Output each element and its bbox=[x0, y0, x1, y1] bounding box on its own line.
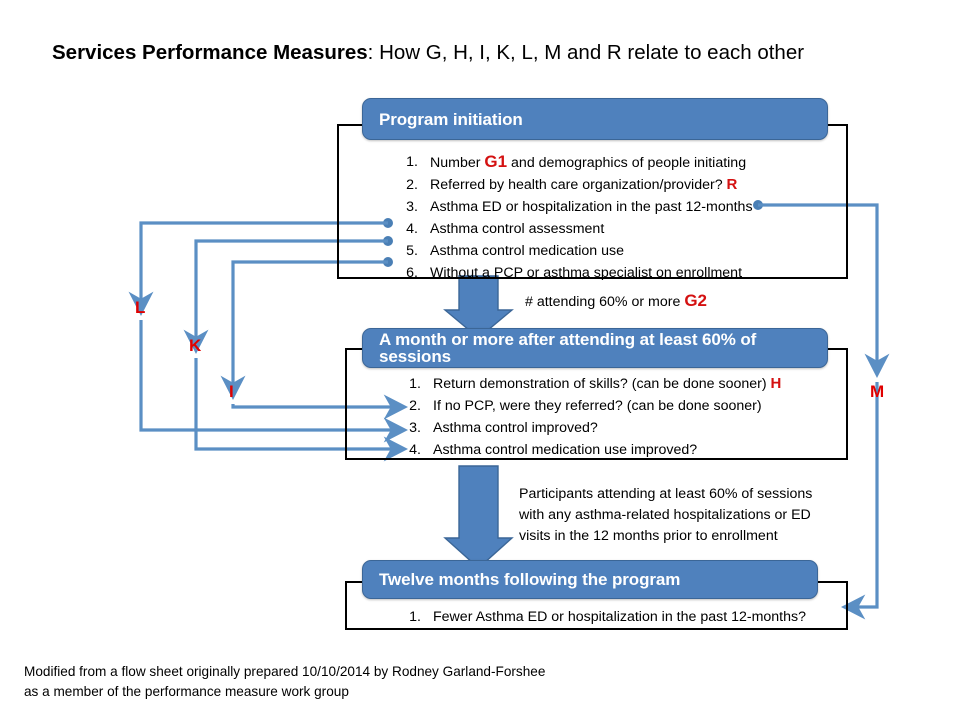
annotation-participants-line1: Participants attending at least 60% of s… bbox=[519, 486, 813, 502]
page-title-rest: : How G, H, I, K, L, M and R relate to e… bbox=[367, 41, 805, 64]
list-item-number: 1. bbox=[409, 609, 421, 625]
stage-body-program-initiation: 1. Number G1 and demographics of people i… bbox=[392, 151, 842, 284]
annotation-participants-line3: visits in the 12 months prior to enrollm… bbox=[519, 528, 778, 544]
list-item: 3. Asthma ED or hospitalization in the pa… bbox=[392, 196, 842, 218]
page-title-strong: Services Performance Measures bbox=[52, 41, 368, 64]
list-item-number: 3. bbox=[406, 199, 418, 215]
list-item: 2. If no PCP, were they referred? (can be… bbox=[395, 395, 845, 417]
list-item-text-after: and demographics of people initiating bbox=[507, 155, 747, 171]
list-item-text: Return demonstration of skills? (can be … bbox=[433, 376, 771, 392]
annotation-participants: Participants attending at least 60% of s… bbox=[519, 484, 812, 547]
stage-banner-program-initiation: Program initiation bbox=[362, 98, 828, 140]
block-arrow-month-to-twelve bbox=[443, 465, 514, 569]
annotation-attending-tag: G2 bbox=[684, 291, 707, 310]
list-item-number: 1. bbox=[406, 154, 418, 170]
list-item-tag: G1 bbox=[484, 152, 508, 171]
list-item-number: 2. bbox=[409, 398, 421, 414]
list-item: 1. Number G1 and demographics of people i… bbox=[392, 151, 842, 174]
footer-credit: Modified from a flow sheet originally pr… bbox=[24, 662, 545, 702]
annotation-attending-text: # attending 60% or more bbox=[525, 294, 685, 310]
item-list-program-initiation: 1. Number G1 and demographics of people i… bbox=[392, 151, 842, 284]
page-title: Services Performance Measures: How G, H,… bbox=[52, 40, 912, 66]
list-item-number: 4. bbox=[409, 442, 421, 458]
connector-L bbox=[128, 218, 409, 443]
stage-banner-label: Program initiation bbox=[379, 109, 523, 129]
annotation-attending: # attending 60% or more G2 bbox=[525, 290, 707, 313]
list-item: 3. Asthma control improved? bbox=[395, 417, 845, 439]
stage-banner-label: Twelve months following the program bbox=[379, 570, 681, 589]
list-item-number: 2. bbox=[406, 177, 418, 193]
connector-label-I: I bbox=[229, 382, 234, 401]
list-item-text: Referred by health care organization/pro… bbox=[430, 177, 727, 193]
list-item-number: 4. bbox=[406, 221, 418, 237]
list-item-tag: H bbox=[770, 375, 782, 392]
connector-label-K: K bbox=[189, 336, 202, 355]
footer-line-1: Modified from a flow sheet originally pr… bbox=[24, 664, 546, 679]
list-item-tag: R bbox=[726, 176, 738, 193]
stage-banner-after-60-percent: A month or more after attending at least… bbox=[362, 328, 828, 368]
list-item-text: Asthma control medication use improved? bbox=[433, 442, 698, 458]
list-item: 1. Fewer Asthma ED or hospitalization in … bbox=[395, 606, 845, 628]
list-item-text: Asthma control improved? bbox=[433, 420, 598, 436]
list-item-text: If no PCP, were they referred? (can be d… bbox=[433, 398, 762, 414]
list-item-text: Without a PCP or asthma specialist on en… bbox=[430, 265, 743, 281]
stage-body-after-60-percent: 1. Return demonstration of skills? (can b… bbox=[395, 373, 845, 461]
list-item-number: 1. bbox=[409, 376, 421, 392]
list-item-text: Fewer Asthma ED or hospitalization in th… bbox=[433, 609, 807, 625]
list-item: 2. Referred by health care organization/p… bbox=[392, 174, 842, 196]
list-item-text: Asthma control medication use bbox=[430, 243, 624, 259]
list-item: 4. Asthma control assessment bbox=[392, 218, 842, 240]
item-list-after-60-percent: 1. Return demonstration of skills? (can b… bbox=[395, 373, 845, 461]
list-item: 5. Asthma control medication use bbox=[392, 240, 842, 262]
connector-label-M: M bbox=[870, 382, 885, 401]
list-item-text: Number bbox=[430, 155, 485, 171]
stage-banner-twelve-months: Twelve months following the program bbox=[362, 560, 818, 599]
stage-body-twelve-months: 1. Fewer Asthma ED or hospitalization in … bbox=[395, 606, 845, 628]
list-item: 1. Return demonstration of skills? (can b… bbox=[395, 373, 845, 395]
list-item-number: 3. bbox=[409, 420, 421, 436]
list-item: 6. Without a PCP or asthma specialist on … bbox=[392, 262, 842, 284]
list-item-text: Asthma control assessment bbox=[430, 221, 605, 237]
stage-banner-label: A month or more after attending at least… bbox=[379, 330, 757, 366]
connector-K bbox=[183, 236, 409, 462]
list-item: 4. Asthma control medication use improved… bbox=[395, 439, 845, 461]
item-list-twelve-months: 1. Fewer Asthma ED or hospitalization in … bbox=[395, 606, 845, 628]
connector-I bbox=[220, 257, 409, 420]
connector-M bbox=[753, 200, 890, 620]
block-arrow-initiation-to-month bbox=[443, 275, 514, 339]
list-item-text: Asthma ED or hospitalization in the past… bbox=[430, 199, 753, 215]
annotation-participants-line2: with any asthma-related hospitalizations… bbox=[519, 507, 811, 523]
connector-label-L: L bbox=[135, 298, 146, 317]
footer-line-2: as a member of the performance measure w… bbox=[24, 684, 349, 699]
list-item-number: 6. bbox=[406, 265, 418, 281]
list-item-number: 5. bbox=[406, 243, 418, 259]
